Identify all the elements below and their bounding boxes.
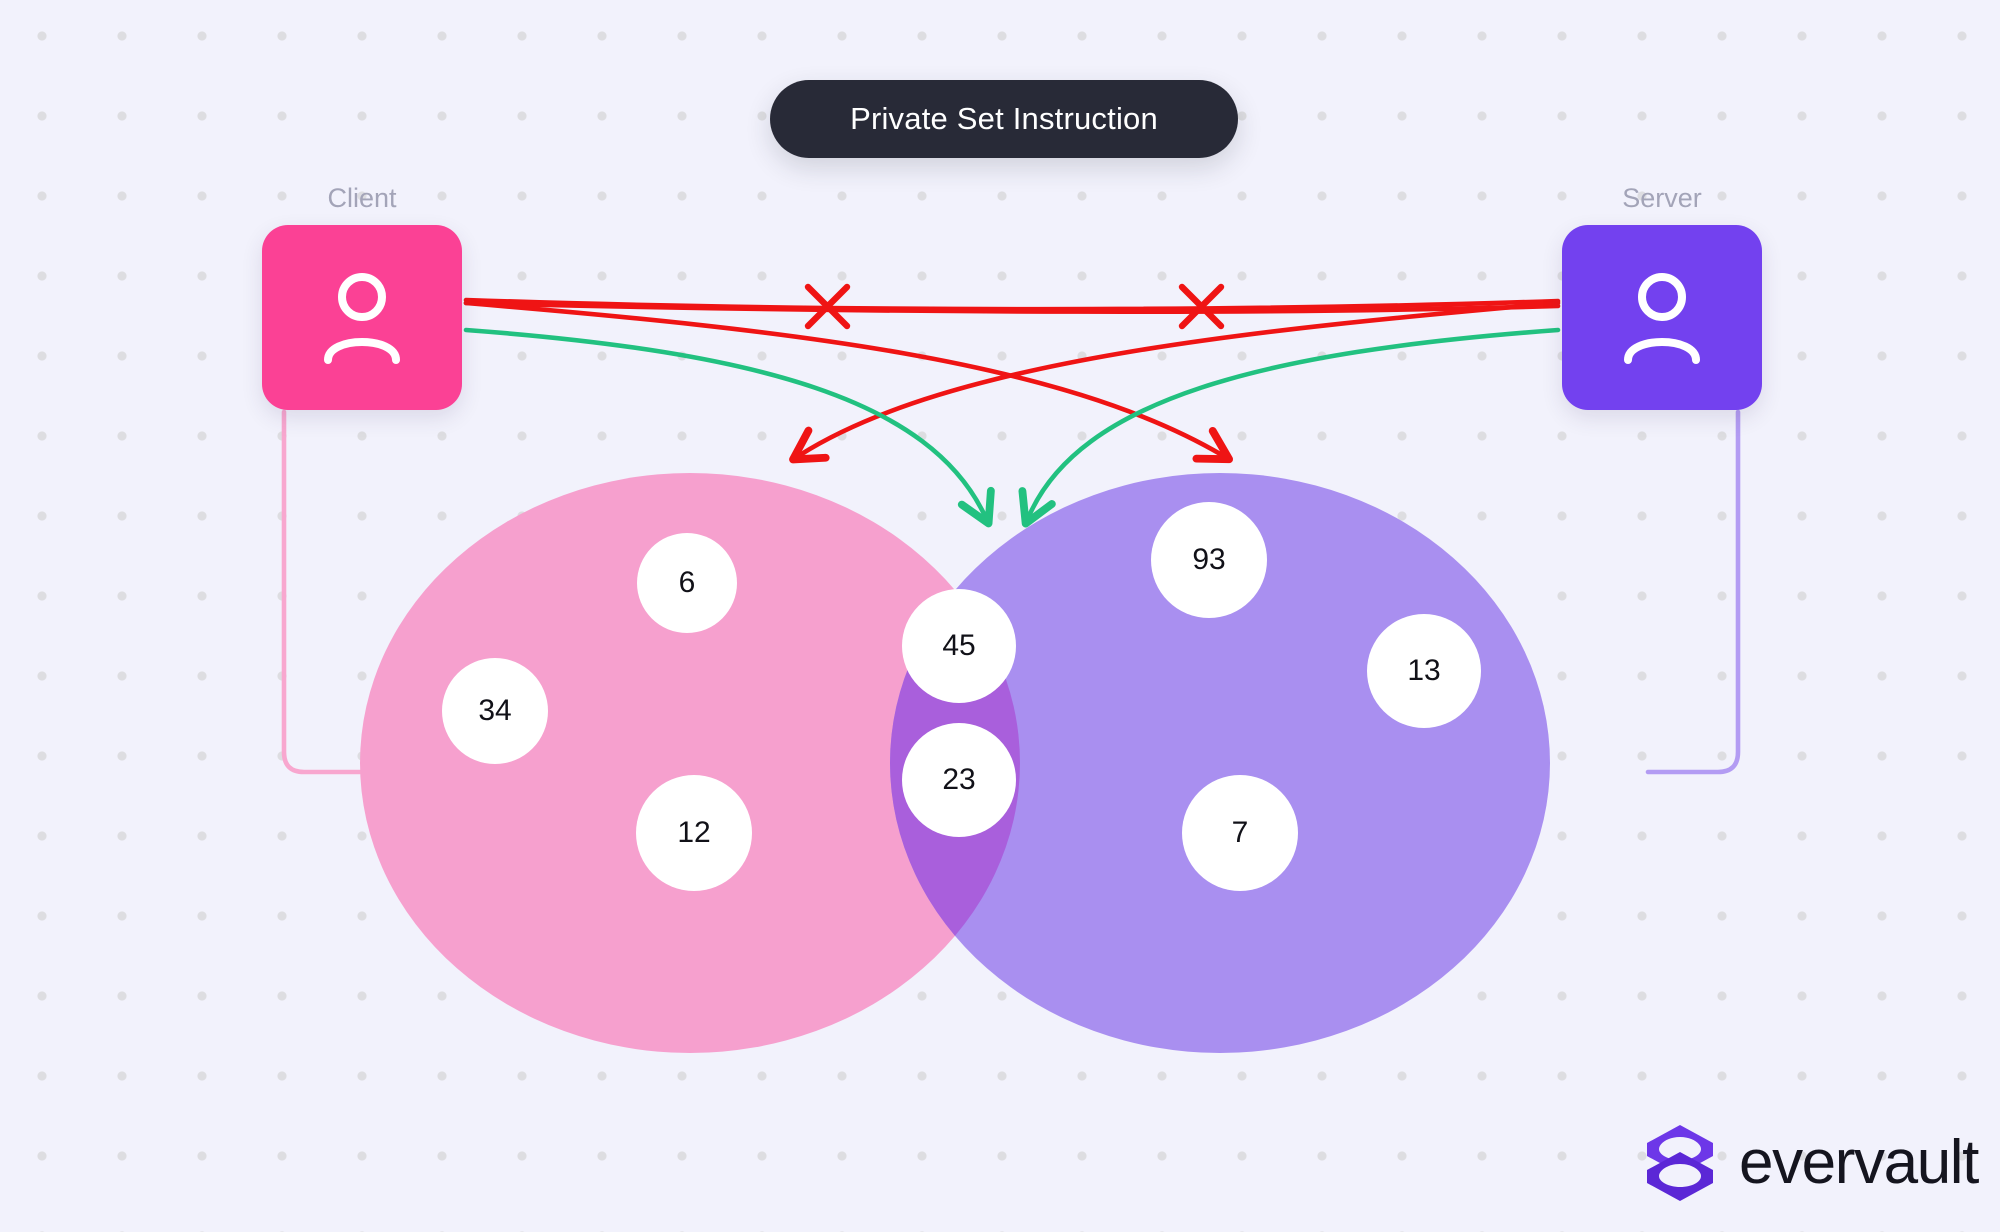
set-value-chip: 93	[1151, 502, 1267, 618]
client-card[interactable]	[262, 225, 462, 410]
endpoint-client-label: Client	[327, 183, 397, 213]
allowed-flow-server	[1018, 327, 1561, 528]
endpoint-server-label: Server	[1622, 183, 1702, 213]
endpoint-client[interactable]: Client	[262, 183, 462, 410]
endpoint-server[interactable]: Server	[1562, 183, 1762, 410]
user-icon	[1624, 272, 1700, 364]
brand-name: evervault	[1739, 1128, 1979, 1197]
x-icon-right	[1178, 283, 1225, 330]
set-value-chip: 7	[1182, 775, 1298, 891]
blocked-arc-to-right	[463, 300, 1234, 464]
evervault-logo-icon	[1647, 1125, 1713, 1201]
allowed-flow-client	[463, 327, 995, 528]
blocked-flow-server-to-client	[463, 297, 1561, 312]
blocked-flow-client-to-server	[463, 300, 1561, 314]
set-value-chip: 34	[442, 658, 548, 764]
blocked-arc-to-left	[789, 300, 1561, 464]
client-set-connector	[281, 409, 375, 775]
set-value-chip: 45	[902, 589, 1016, 703]
diagram-title: Private Set Instruction	[770, 80, 1238, 158]
user-icon	[324, 272, 400, 364]
set-value-chip: 12	[636, 775, 752, 891]
server-set-connector	[1645, 409, 1741, 775]
brand-lockup: evervault	[1643, 1122, 1979, 1204]
diagram-title-label: Private Set Instruction	[850, 101, 1158, 136]
set-value-chip: 6	[637, 533, 737, 633]
set-value-chip: 23	[902, 723, 1016, 837]
x-icon-left	[804, 283, 851, 330]
server-card[interactable]	[1562, 225, 1762, 410]
set-value-chip: 13	[1367, 614, 1481, 728]
